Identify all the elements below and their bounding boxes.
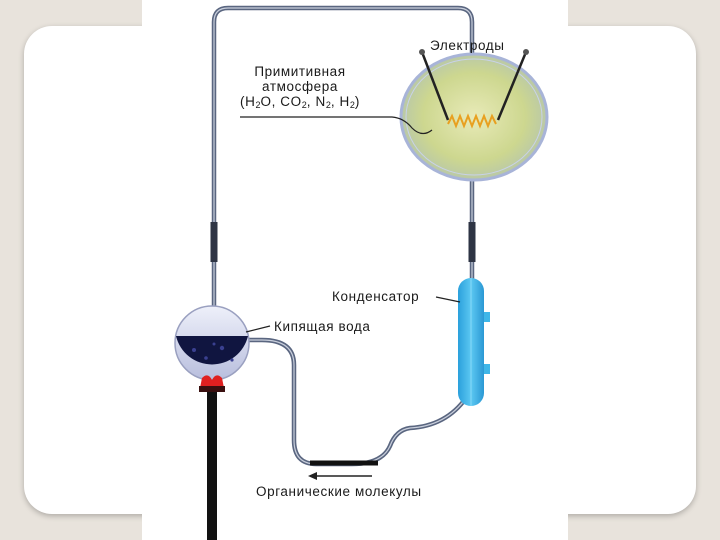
gas-flask <box>399 52 549 182</box>
return-tube <box>246 337 468 467</box>
label-boiling-water: Кипящая вода <box>274 319 371 334</box>
flame <box>200 375 224 388</box>
condenser-leader <box>435 296 461 303</box>
atmosphere-line1: Примитивная <box>254 64 346 79</box>
label-organic-molecules: Органические молекулы <box>256 484 422 499</box>
label-electrodes: Электроды <box>430 38 505 53</box>
spark <box>447 113 497 129</box>
label-atmosphere: Примитивная атмосфера (H2O, CO2, N2, H2) <box>240 64 360 113</box>
label-condenser: Конденсатор <box>332 289 420 304</box>
apparatus-drawing <box>174 5 549 540</box>
electrode-right <box>496 51 528 121</box>
atmosphere-leader <box>240 116 433 135</box>
boiling-water <box>176 336 248 365</box>
electrode-left <box>420 51 450 121</box>
burner-stand <box>207 392 217 540</box>
water-leader <box>245 325 271 333</box>
atmosphere-formula: (H2O, CO2, N2, H2) <box>240 94 361 110</box>
right-connector <box>468 222 476 262</box>
atmosphere-line2: атмосфера <box>262 79 338 94</box>
left-connector <box>210 222 218 262</box>
burner-cup <box>199 386 225 392</box>
miller-urey-apparatus: Электроды Примитивная атмосфера (H2O, CO… <box>142 0 568 540</box>
